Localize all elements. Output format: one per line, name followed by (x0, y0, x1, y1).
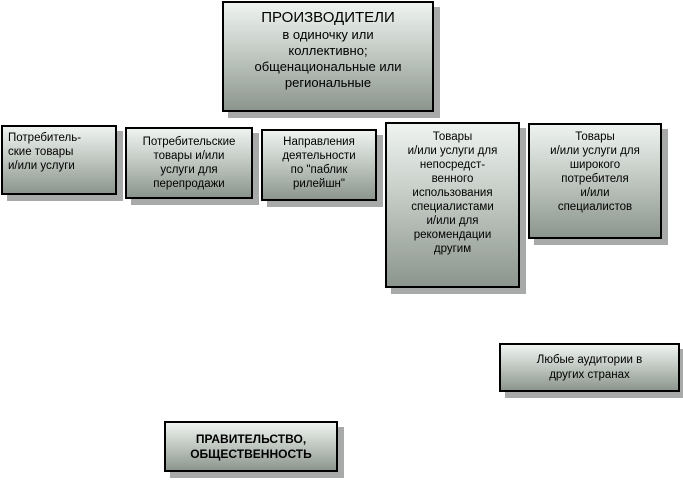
consumer-goods-label: Потребитель- ские товары и/или услуги (8, 132, 82, 173)
government-box: ПРАВИТЕЛЬСТВО, ОБЩЕСТВЕННОСТЬ (164, 421, 338, 472)
producers-box: ПРОИЗВОДИТЕЛИ в одиночку или коллективно… (222, 1, 434, 112)
producers-title: ПРОИЗВОДИТЕЛИ (261, 9, 395, 26)
specialist-goods-box: Товары и/или услуги для непосредст- венн… (385, 122, 520, 288)
wide-consumer-goods-box: Товары и/или услуги для широкого потреби… (528, 123, 662, 239)
government-label: ПРАВИТЕЛЬСТВО, ОБЩЕСТВЕННОСТЬ (190, 431, 312, 461)
wide-consumer-goods-label: Товары и/или услуги для широкого потреби… (550, 131, 640, 214)
pr-directions-label: Направления деятельности по "паблик риле… (282, 136, 356, 191)
producers-description: в одиночку или коллективно; общенационал… (254, 27, 402, 90)
pr-directions-box: Направления деятельности по "паблик риле… (261, 129, 377, 201)
producers-content: ПРОИЗВОДИТЕЛИ в одиночку или коллективно… (254, 9, 401, 91)
specialist-goods-label: Товары и/или услуги для непосредст- венн… (407, 131, 498, 256)
resale-goods-box: Потребительские товары и/или услуги для … (125, 127, 253, 199)
consumer-goods-box: Потребитель- ские товары и/или услуги (1, 125, 117, 195)
foreign-audiences-box: Любые аудитории в других странах (499, 343, 680, 392)
resale-goods-label: Потребительские товары и/или услуги для … (142, 136, 236, 191)
foreign-audiences-label: Любые аудитории в других странах (536, 354, 643, 381)
